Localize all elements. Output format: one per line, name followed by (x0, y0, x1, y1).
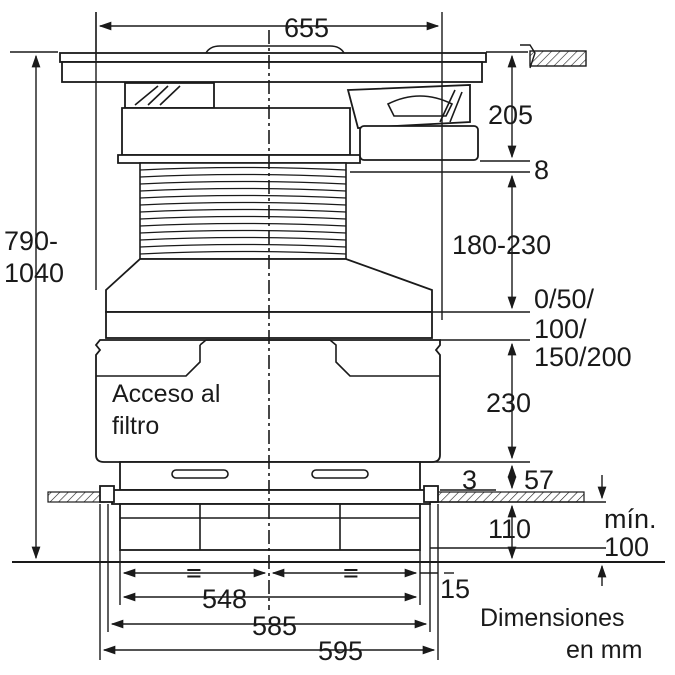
dim-548: 548 (202, 584, 247, 614)
bellows-fold (139, 215, 347, 220)
upper-housing (117, 82, 479, 164)
dim-790: 790- (4, 226, 58, 256)
dim-205: 205 (488, 100, 533, 130)
dim-3: 3 (462, 465, 477, 495)
dim-spacer-2: 100/ (534, 314, 587, 344)
dim-min-label: mín. (604, 504, 657, 534)
bellows-fold (139, 222, 347, 227)
dim-8: 8 (534, 155, 549, 185)
dim-180-230: 180-230 (452, 230, 551, 260)
cooktop-plate (59, 45, 487, 83)
dim-min-100: 100 (604, 532, 649, 562)
dim-230: 230 (486, 388, 531, 418)
worktop-cutout (47, 485, 585, 503)
bellows-fold (139, 194, 347, 199)
dim-595: 595 (318, 636, 363, 666)
equal-left: = (186, 558, 202, 588)
dim-57: 57 (524, 465, 554, 495)
units-line1: Dimensiones (480, 604, 625, 632)
lower-block (111, 461, 431, 551)
bellows-fold (139, 187, 347, 192)
dim-15: 15 (440, 574, 470, 604)
filter-access-line1: Acceso al (112, 380, 220, 408)
bellows-fold (139, 180, 347, 185)
bellows-fold (139, 243, 347, 248)
dim-110: 110 (488, 514, 531, 544)
dim-spacer-3: 150/200 (534, 342, 632, 372)
dim-655: 655 (284, 13, 329, 43)
bellows (139, 162, 347, 260)
bellows-fold (139, 229, 347, 234)
bellows-fold (139, 166, 347, 171)
dim-1040: 1040 (4, 258, 64, 288)
dim-585: 585 (252, 611, 297, 641)
dimension-lines (10, 12, 607, 660)
filter-access-line2: filtro (112, 412, 159, 440)
bellows-fold (139, 201, 347, 206)
dim-spacer-1: 0/50/ (534, 284, 595, 314)
worktop-right (520, 44, 587, 69)
bellows-fold (139, 250, 347, 255)
bellows-fold (139, 173, 347, 178)
equal-right: = (343, 558, 359, 588)
bellows-fold (139, 236, 347, 241)
bellows-fold (139, 208, 347, 213)
units-line2: en mm (566, 636, 642, 664)
